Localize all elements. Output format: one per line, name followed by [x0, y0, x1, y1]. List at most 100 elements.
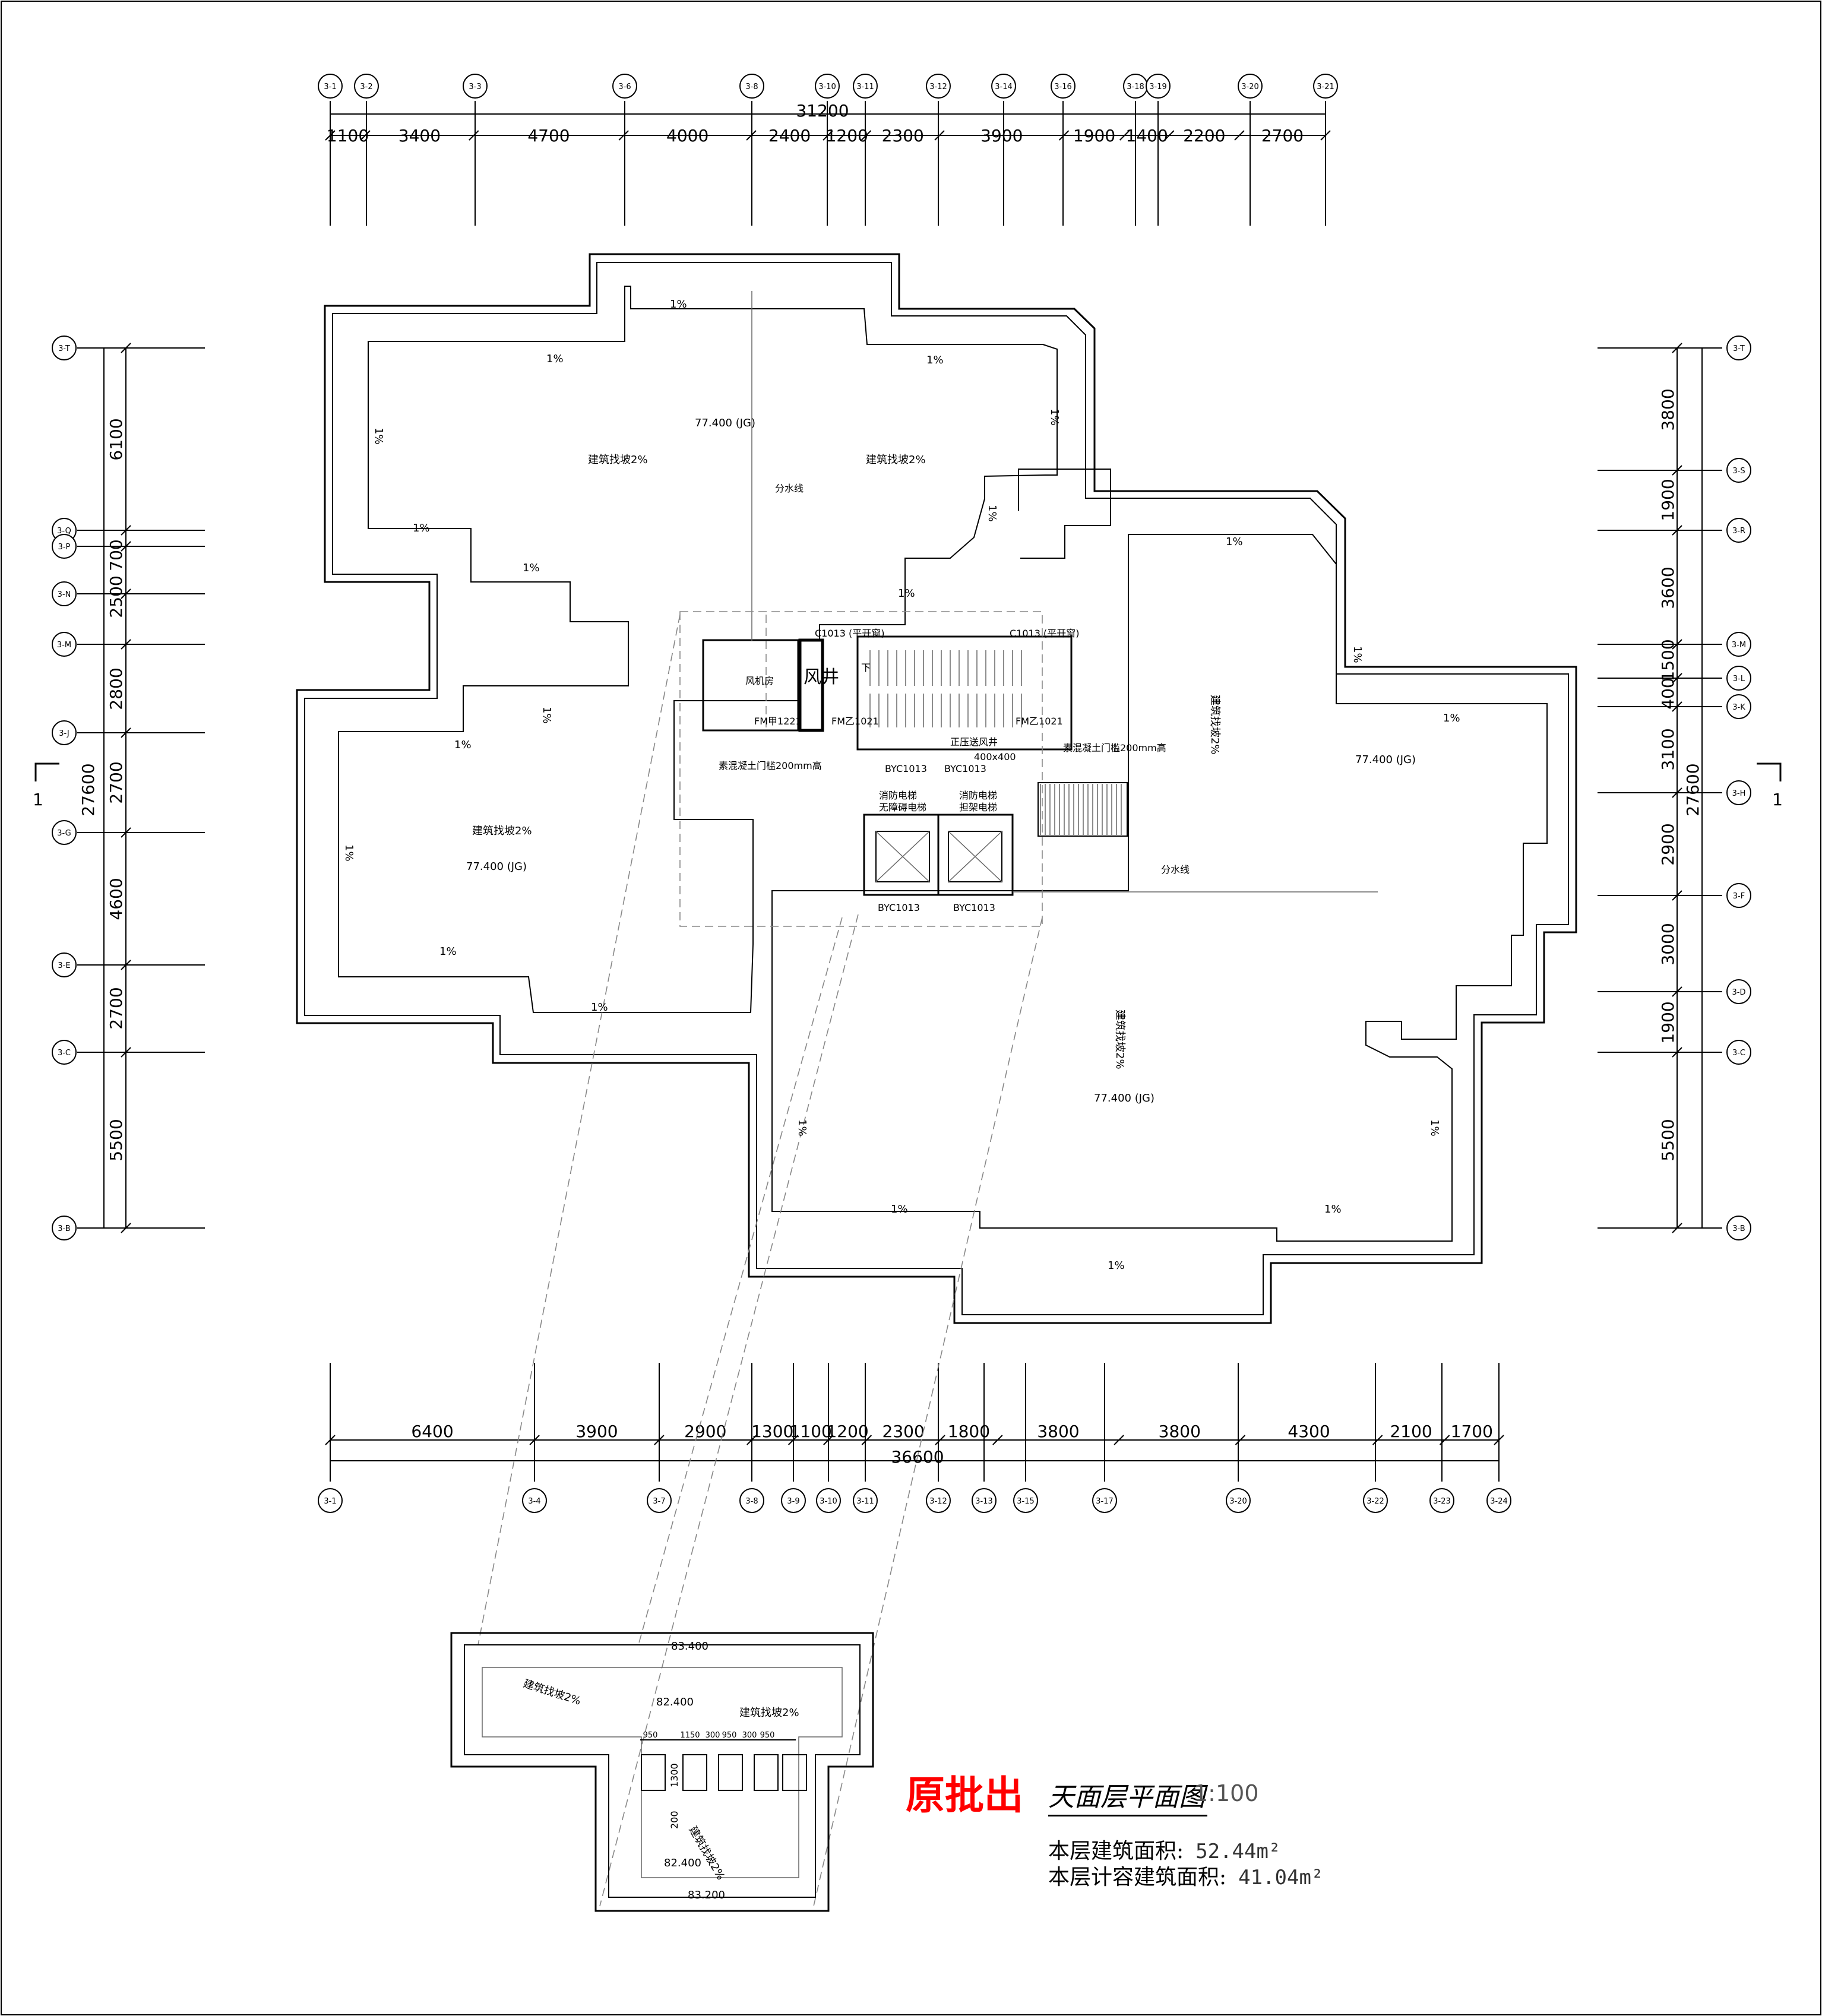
bottom-axis-bubble	[972, 1488, 997, 1513]
svg-text:200: 200	[669, 1811, 680, 1829]
svg-text:建筑找坡2%: 建筑找坡2%	[1114, 1009, 1126, 1069]
right-tick	[1672, 639, 1682, 650]
left-segment-dim: 5500	[106, 1119, 126, 1161]
top-segment-dim: 2200	[1183, 126, 1225, 145]
svg-text:1%: 1%	[540, 707, 553, 724]
bottom-axis-bubble-label: 3-11	[856, 1497, 874, 1506]
right-tick	[1672, 701, 1682, 712]
svg-text:1%: 1%	[891, 1203, 908, 1216]
top-axis-bubble	[926, 74, 951, 99]
right-tick	[1672, 1223, 1682, 1233]
left-axis-bubble-label: 3-C	[58, 1049, 71, 1058]
bottom-axis-bubble-label: 3-12	[929, 1497, 947, 1506]
top-segment-dim: 1200	[826, 126, 868, 145]
bottom-tick	[823, 1435, 834, 1445]
top-segment-dim: 3900	[980, 126, 1023, 145]
bottom-axis-bubble-label: 3-4	[528, 1497, 540, 1506]
left-tick	[121, 525, 131, 536]
left-segment-dim: 2700	[106, 761, 126, 803]
top-segment-dim: 4700	[527, 126, 570, 145]
section-mark-right: 1	[1757, 762, 1783, 809]
left-axis-bubble	[52, 1216, 77, 1240]
svg-text:77.400 (JG): 77.400 (JG)	[1355, 754, 1416, 766]
bottom-segment-dim: 4300	[1288, 1422, 1330, 1441]
svg-text:FM乙1021: FM乙1021	[1016, 716, 1063, 727]
bottom-segment-dim: 2100	[1390, 1422, 1432, 1441]
right-tick	[1672, 465, 1682, 476]
top-tick	[618, 130, 629, 141]
top-tick	[1320, 130, 1331, 141]
fsr-area-label: 本层计容建筑面积:	[1048, 1865, 1227, 1890]
left-axis-bubble-label: 3-B	[58, 1224, 70, 1233]
svg-text:BYC1013: BYC1013	[885, 763, 927, 774]
left-axis-bubble	[52, 720, 77, 745]
right-tick	[1672, 343, 1682, 353]
svg-text:77.400 (JG): 77.400 (JG)	[1094, 1092, 1154, 1104]
bottom-axis-bubble	[1363, 1488, 1388, 1513]
top-axis-bubble	[1146, 74, 1171, 99]
bottom-axis-bubble	[1486, 1488, 1511, 1513]
bottom-axis-bubble	[1429, 1488, 1454, 1513]
top-tick	[746, 130, 757, 141]
bottom-segment-dim: 1700	[1451, 1422, 1493, 1441]
left-axis-bubble-label: 3-N	[58, 590, 71, 599]
right-segment-dim: 3800	[1658, 388, 1678, 431]
floor-area-label: 本层建筑面积:	[1048, 1839, 1184, 1863]
right-segment-dim: 1900	[1658, 479, 1678, 521]
bottom-tick	[529, 1435, 540, 1445]
floor-area-value: 52.44m²	[1195, 1840, 1281, 1863]
right-axis-bubble	[1726, 883, 1751, 908]
right-axis-bubble	[1726, 336, 1751, 360]
right-segment-dim: 3000	[1658, 923, 1678, 965]
top-axis-bubble-label: 3-19	[1149, 83, 1167, 91]
inset-opening	[682, 1754, 707, 1791]
svg-text:C1013 (平开窗): C1013 (平开窗)	[1010, 628, 1079, 639]
top-axis-bubble-label: 3-21	[1317, 83, 1334, 91]
roof-annotations: 1% 1% 1% 1% 1% 1% 1% 1% 1% 1% 1% 1% 1% 1…	[343, 298, 1460, 1272]
right-axis-bubble	[1726, 666, 1751, 691]
top-axis-bubble	[612, 74, 637, 99]
right-tick	[1672, 986, 1682, 997]
bottom-tick	[1372, 1435, 1383, 1445]
drawing-title: 天面层平面图	[1048, 1776, 1207, 1816]
top-axis-bubble	[1051, 74, 1076, 99]
top-segment-dim: 2300	[882, 126, 924, 145]
left-tick	[121, 1047, 131, 1058]
right-axis-bubble-label: 3-T	[1733, 344, 1745, 353]
top-axis-bubble-label: 3-6	[618, 83, 631, 91]
bottom-segment-dim: 2300	[882, 1422, 925, 1441]
svg-text:400x400: 400x400	[974, 751, 1016, 762]
bottom-tick	[861, 1435, 872, 1445]
svg-text:1%: 1%	[546, 353, 564, 365]
bottom-axis-bubble	[1226, 1488, 1251, 1513]
svg-text:风机房: 风机房	[745, 675, 774, 686]
left-tick	[121, 588, 131, 599]
left-tick	[121, 1223, 131, 1233]
inset-opening	[754, 1754, 779, 1791]
svg-text:消防电梯: 消防电梯	[959, 790, 997, 801]
right-segment-dim: 400	[1658, 678, 1678, 709]
svg-text:消防电梯: 消防电梯	[879, 790, 917, 801]
top-tick	[469, 130, 479, 141]
bottom-axis-bubble	[318, 1488, 343, 1513]
svg-text:1%: 1%	[986, 505, 998, 522]
svg-text:1300: 1300	[669, 1763, 680, 1787]
top-total-dim: 31200	[796, 101, 849, 121]
right-axis-bubble-label: 3-D	[1732, 988, 1746, 997]
top-tick	[1164, 130, 1175, 141]
left-segment-dim: 6100	[106, 418, 126, 460]
top-segment-dim: 1400	[1126, 126, 1168, 145]
top-axis-bubble-label: 3-20	[1241, 83, 1259, 91]
right-axis-bubble-label: 3-M	[1732, 641, 1746, 650]
fsr-area-value: 41.04m²	[1238, 1866, 1324, 1890]
bottom-axis-bubble	[926, 1488, 951, 1513]
left-segment-dim: 700	[106, 539, 126, 571]
bottom-segment-dim: 1100	[790, 1422, 832, 1441]
inset-segment-dim: 950	[722, 1731, 737, 1740]
left-axis-bubble-label: 3-E	[58, 961, 70, 970]
svg-text:1: 1	[1772, 790, 1783, 809]
bottom-axis-bubble-label: 3-15	[1017, 1497, 1035, 1506]
left-axis-bubble-label: 3-Q	[57, 527, 71, 536]
inset-opening	[782, 1754, 807, 1791]
